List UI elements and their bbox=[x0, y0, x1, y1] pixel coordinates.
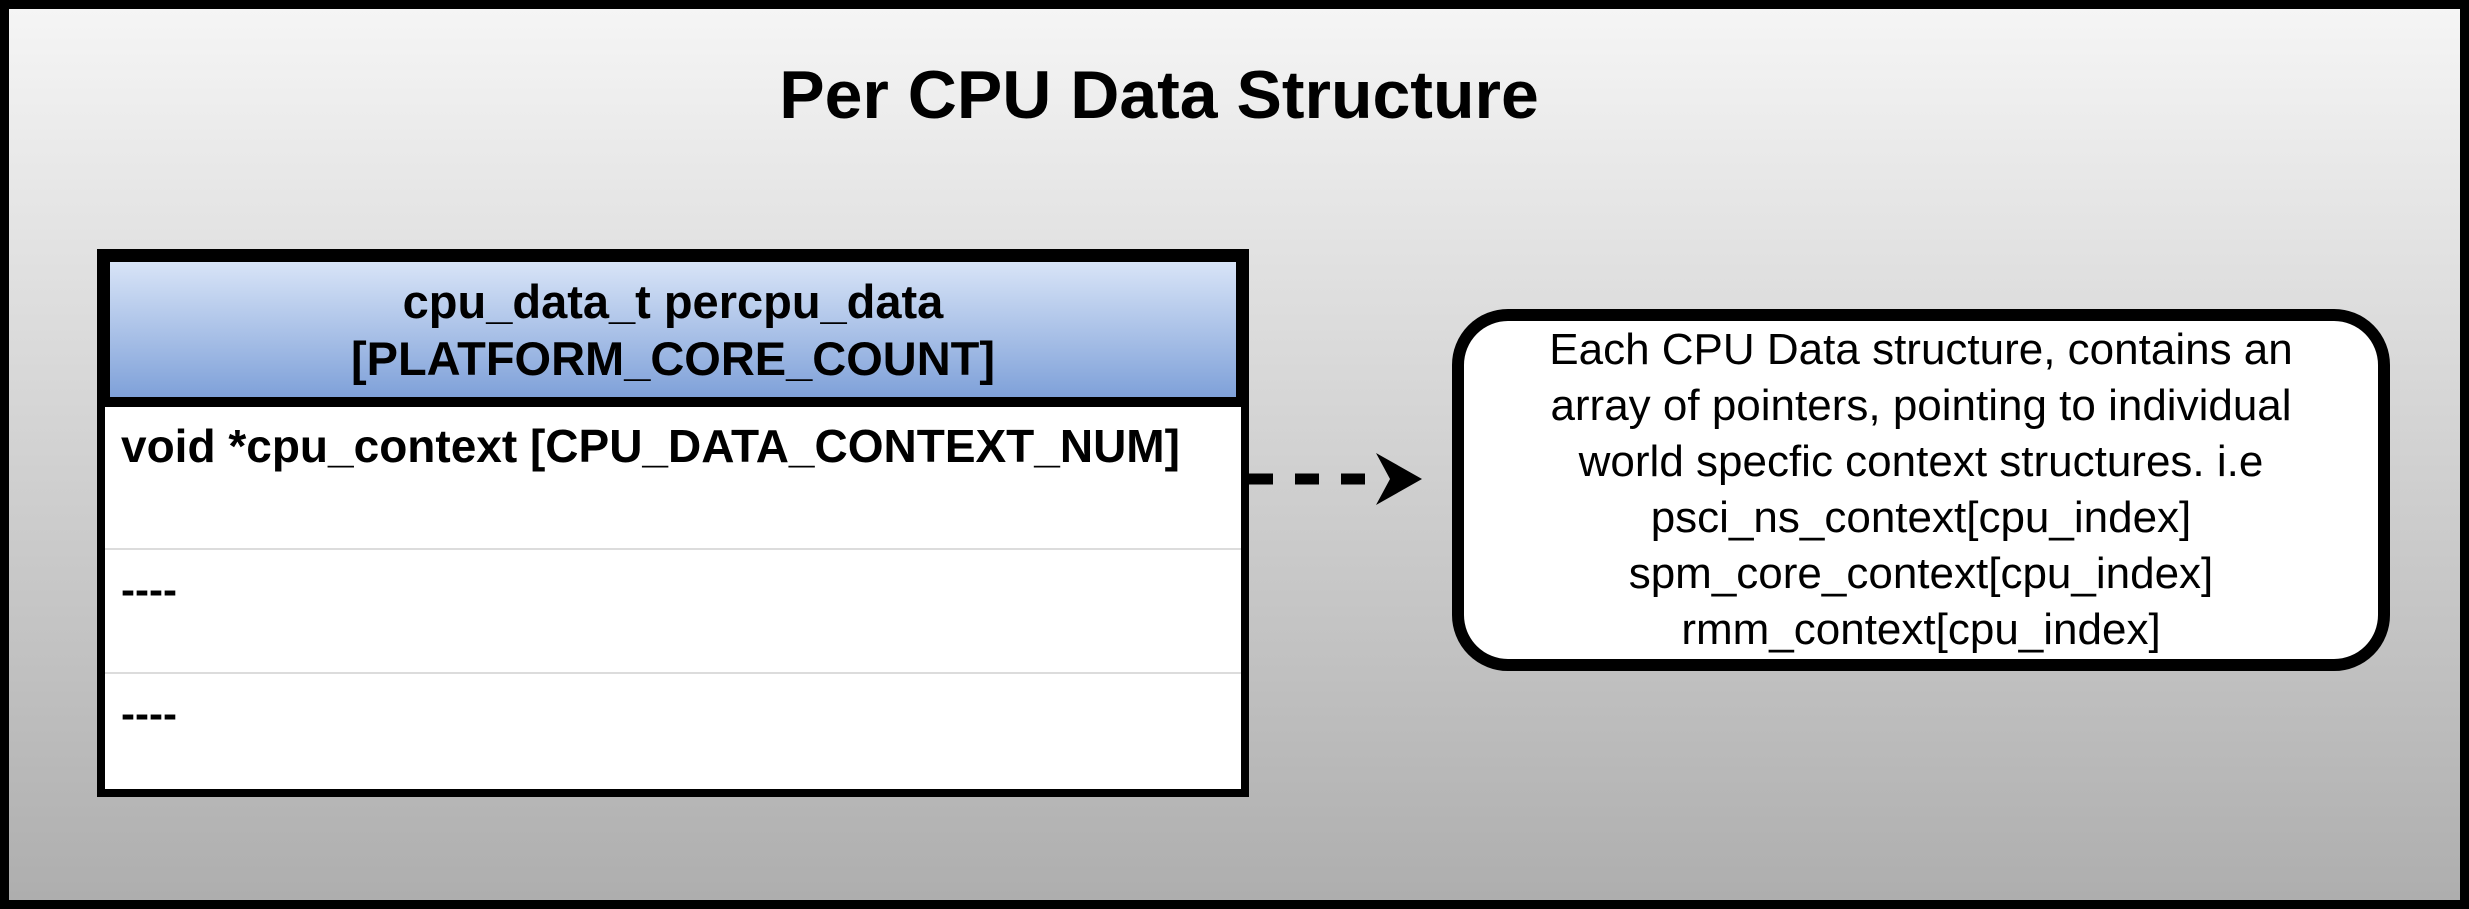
note-line: Each CPU Data structure, contains an bbox=[1549, 325, 2293, 374]
row-placeholder-dashes: ---- bbox=[121, 566, 177, 613]
cpu-data-struct-table: cpu_data_t percpu_data [PLATFORM_CORE_CO… bbox=[97, 249, 1249, 797]
dashed-arrow-right-icon bbox=[1249, 453, 1422, 505]
note-line: psci_ns_context[cpu_index] bbox=[1650, 493, 2192, 542]
note-line: array of pointers, pointing to individua… bbox=[1550, 381, 2292, 430]
row-placeholder-dashes: ---- bbox=[121, 690, 177, 737]
note-line: rmm_context[cpu_index] bbox=[1681, 605, 2161, 654]
row-field-label: void *cpu_context [CPU_DATA_CONTEXT_NUM] bbox=[121, 420, 1180, 472]
annotation-callout-box: Each CPU Data structure, contains an arr… bbox=[1452, 309, 2390, 671]
note-line: world specfic context structures. i.e bbox=[1578, 437, 2264, 486]
note-line: spm_core_context[cpu_index] bbox=[1628, 549, 2214, 598]
table-row: ---- bbox=[105, 674, 1241, 789]
struct-header-line-2: [PLATFORM_CORE_COUNT] bbox=[350, 331, 996, 385]
struct-header-line-1: cpu_data_t percpu_data bbox=[402, 274, 944, 328]
struct-table-header: cpu_data_t percpu_data [PLATFORM_CORE_CO… bbox=[105, 257, 1241, 407]
page-title: Per CPU Data Structure bbox=[779, 57, 1539, 133]
table-row: ---- bbox=[105, 550, 1241, 674]
table-row: void *cpu_context [CPU_DATA_CONTEXT_NUM] bbox=[105, 407, 1241, 550]
